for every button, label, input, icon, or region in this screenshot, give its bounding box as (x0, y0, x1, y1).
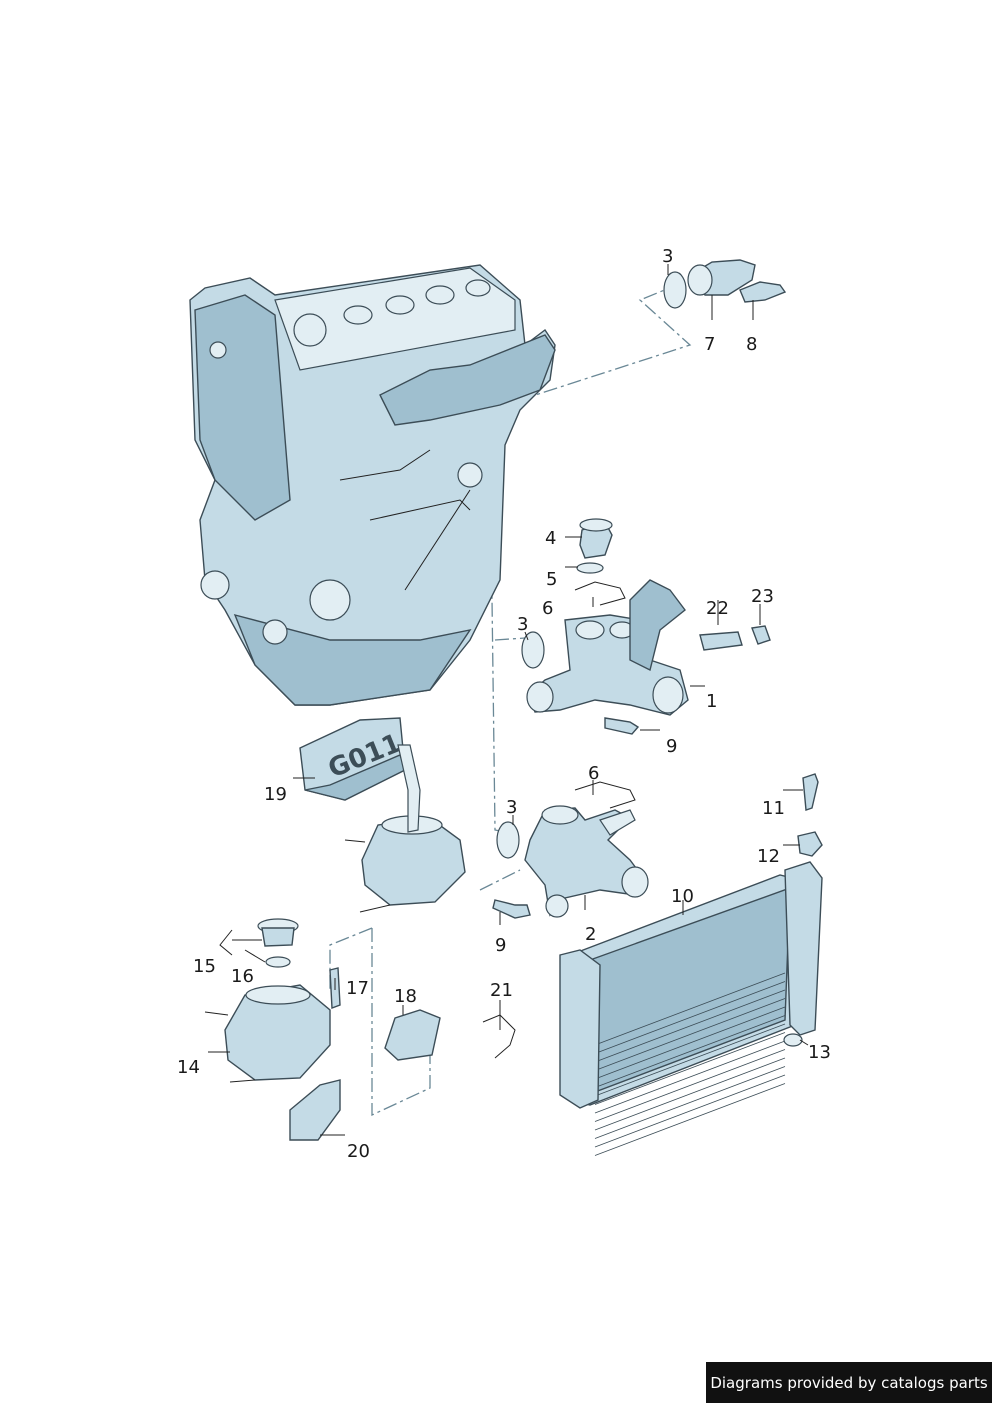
diagram-credit-badge: Diagrams provided by catalogs parts (706, 1362, 992, 1403)
part-15-cap (257, 918, 299, 947)
part-6-clip-lower (574, 781, 636, 809)
callout-17: 17 (346, 978, 369, 999)
callout-15: 15 (193, 956, 216, 977)
callout-11: 11 (762, 798, 785, 819)
part-3-seal-top (663, 271, 687, 309)
callout-6-lower: 6 (588, 763, 599, 784)
part-21-hose-clip (482, 1014, 516, 1059)
radiator-fin (594, 1006, 786, 1080)
part-3-seal-low (496, 821, 520, 859)
callout-18: 18 (394, 986, 417, 1007)
callout-13: 13 (808, 1042, 831, 1063)
part-7-flange (687, 259, 756, 296)
radiator-fin (594, 1049, 786, 1122)
callout-4: 4 (545, 528, 556, 549)
callout-8: 8 (746, 334, 757, 355)
radiator-fin (594, 989, 786, 1063)
radiator-fin (594, 1074, 786, 1148)
callout-9-upper: 9 (666, 736, 677, 757)
engine-block (189, 264, 556, 706)
callout-3-low: 3 (506, 797, 517, 818)
part-2-lower-flange (524, 805, 649, 918)
callout-21: 21 (490, 980, 513, 1001)
radiator-fin (594, 1015, 786, 1088)
part-11-bolt (802, 773, 819, 811)
radiator-fin (594, 998, 786, 1071)
part-22-pipe (699, 631, 743, 651)
callout-2: 2 (585, 924, 596, 945)
part-14-expansion-tank (204, 984, 331, 1083)
part-23-clamp (751, 625, 771, 645)
part-9-bolt-lower (492, 899, 531, 919)
part-5-o-ring (576, 562, 604, 574)
part-13-nut (783, 1033, 803, 1047)
part-10-radiator (559, 861, 823, 1156)
part-16-seal (265, 956, 291, 968)
part-20-mount (289, 1079, 341, 1141)
radiator-fin (594, 1023, 786, 1097)
callout-5: 5 (546, 569, 557, 590)
radiator-fin (594, 1066, 786, 1139)
callout-9-lower: 9 (495, 935, 506, 956)
upper-expansion-tank (344, 815, 466, 913)
part-1-coolant-flange (526, 579, 689, 716)
callout-3-mid: 3 (517, 614, 528, 635)
callout-23: 23 (751, 586, 774, 607)
callout-16: 16 (231, 966, 254, 987)
part-4-plug (579, 518, 613, 559)
callout-19: 19 (264, 784, 287, 805)
part-12-bushing (797, 831, 823, 857)
leader-lines (208, 264, 809, 1136)
callout-7: 7 (704, 334, 715, 355)
part-8-sender (739, 281, 787, 303)
callout-10: 10 (671, 886, 694, 907)
callout-14: 14 (177, 1057, 200, 1078)
part-18-bracket (384, 1009, 441, 1061)
callout-labels: 1 2 3 3 3 4 5 6 6 7 8 9 9 10 11 12 13 14… (177, 246, 831, 1162)
callout-12: 12 (757, 846, 780, 867)
callout-22: 22 (706, 598, 729, 619)
radiator-fin (594, 1040, 786, 1114)
part-19-coolant-canister: G011 (299, 717, 421, 833)
radiator-fin (594, 1057, 786, 1131)
radiator-fin (594, 1083, 786, 1156)
radiator-fin (594, 981, 786, 1054)
callout-20: 20 (347, 1141, 370, 1162)
radiator-fin (594, 972, 786, 1046)
callout-1: 1 (706, 691, 717, 712)
part-9-bolt-upper (604, 717, 640, 735)
part-3-seal-mid (521, 631, 545, 669)
part-6-clip-upper (574, 581, 626, 606)
radiator-fin (594, 1032, 786, 1105)
callout-6-upper: 6 (542, 598, 553, 619)
callout-3-top: 3 (662, 246, 673, 267)
